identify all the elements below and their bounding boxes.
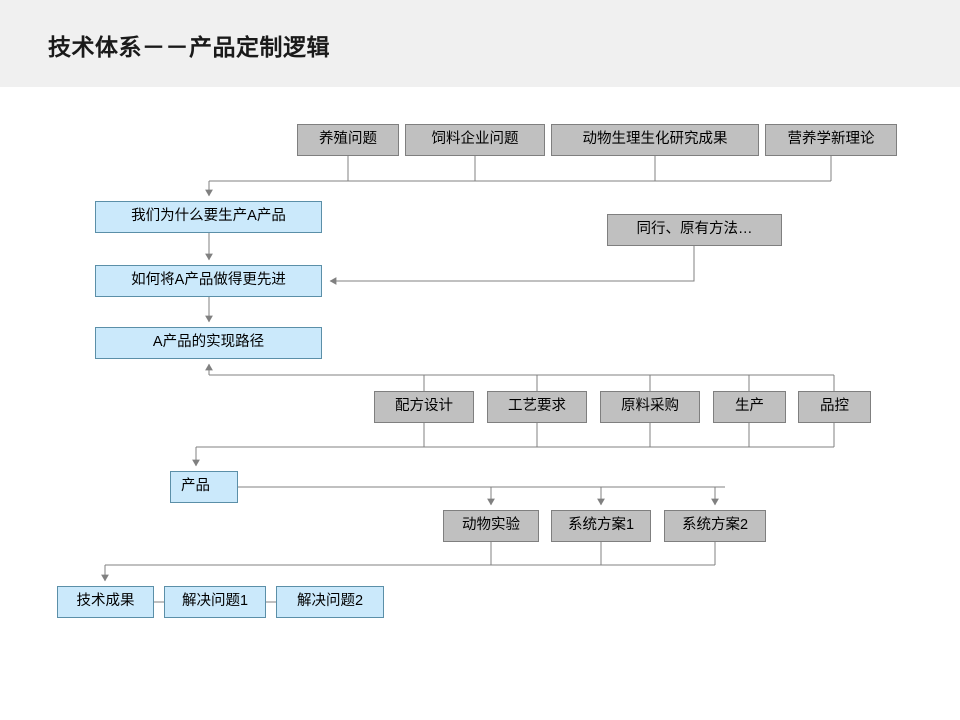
connector-product-to-validation <box>238 486 725 506</box>
title-band <box>0 0 960 87</box>
node-dongwu-shiyan[interactable]: 动物实验 <box>443 510 539 542</box>
node-dongwu-shengli-chengguo[interactable]: 动物生理生化研究成果 <box>551 124 759 156</box>
connector-process-to-path <box>205 363 835 391</box>
node-how-improve-a[interactable]: 如何将A产品做得更先进 <box>95 265 322 297</box>
node-yuanliao-caigou[interactable]: 原料采购 <box>600 391 700 423</box>
node-xitong-fangan-1[interactable]: 系统方案1 <box>551 510 651 542</box>
node-siliao-qiye-wenti[interactable]: 饲料企业问题 <box>405 124 545 156</box>
connector-validation-to-result <box>101 542 716 582</box>
node-a-realization-path[interactable]: A产品的实现路径 <box>95 327 322 359</box>
node-peifang-sheji[interactable]: 配方设计 <box>374 391 474 423</box>
node-peer-existing-methods[interactable]: 同行、原有方法… <box>607 214 782 246</box>
connector-process-to-product <box>192 423 835 467</box>
node-xitong-fangan-2[interactable]: 系统方案2 <box>664 510 766 542</box>
node-jiejue-wenti-2[interactable]: 解决问题2 <box>276 586 384 618</box>
node-jiejue-wenti-1[interactable]: 解决问题1 <box>164 586 266 618</box>
node-yingyangxue-xinlilun[interactable]: 营养学新理论 <box>765 124 897 156</box>
node-product[interactable]: 产品 <box>170 471 238 503</box>
node-yangzhi-wenti[interactable]: 养殖问题 <box>297 124 399 156</box>
node-gongyi-yaoqiu[interactable]: 工艺要求 <box>487 391 587 423</box>
connector-reference-to-how <box>329 246 695 285</box>
node-pinkong[interactable]: 品控 <box>798 391 871 423</box>
node-jishu-chengguo[interactable]: 技术成果 <box>57 586 154 618</box>
node-shengchan[interactable]: 生产 <box>713 391 786 423</box>
node-why-produce-a[interactable]: 我们为什么要生产A产品 <box>95 201 322 233</box>
page-title: 技术体系－－产品定制逻辑 <box>48 34 330 60</box>
connector-inputs-to-bus <box>209 156 832 182</box>
